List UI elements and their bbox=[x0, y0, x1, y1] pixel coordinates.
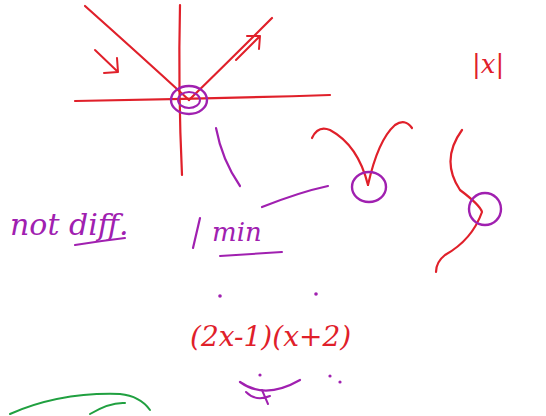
green-stroke bbox=[10, 394, 150, 414]
underline bbox=[220, 252, 282, 256]
x-axis bbox=[75, 95, 330, 101]
y-axis bbox=[179, 5, 182, 175]
function-label: |x| bbox=[472, 50, 504, 79]
cusp-curve bbox=[312, 129, 368, 185]
pointer-line bbox=[216, 128, 240, 186]
highlight-circle bbox=[469, 193, 501, 225]
dot bbox=[338, 380, 341, 383]
direction-arrow bbox=[95, 50, 118, 73]
dot bbox=[314, 292, 318, 296]
note-text: min bbox=[212, 218, 262, 247]
slash-mark bbox=[193, 218, 200, 248]
arc-mark bbox=[246, 390, 270, 404]
dot bbox=[328, 374, 331, 377]
highlight-circle bbox=[352, 172, 386, 202]
expression-label: (2x-1)(x+2) bbox=[190, 322, 351, 353]
graph-line bbox=[85, 6, 189, 100]
graph-line bbox=[189, 18, 272, 100]
green-stroke bbox=[90, 403, 125, 414]
note-text: not diff. bbox=[10, 208, 129, 241]
cusp-curve bbox=[368, 122, 412, 185]
direction-arrow bbox=[236, 36, 260, 60]
vertical-tangent-curve bbox=[436, 130, 482, 272]
dot bbox=[258, 373, 261, 376]
highlight-circle bbox=[171, 86, 207, 114]
highlight-circle bbox=[178, 92, 200, 108]
arc-mark bbox=[240, 380, 300, 391]
dot bbox=[218, 294, 222, 298]
pointer-line bbox=[262, 186, 328, 207]
